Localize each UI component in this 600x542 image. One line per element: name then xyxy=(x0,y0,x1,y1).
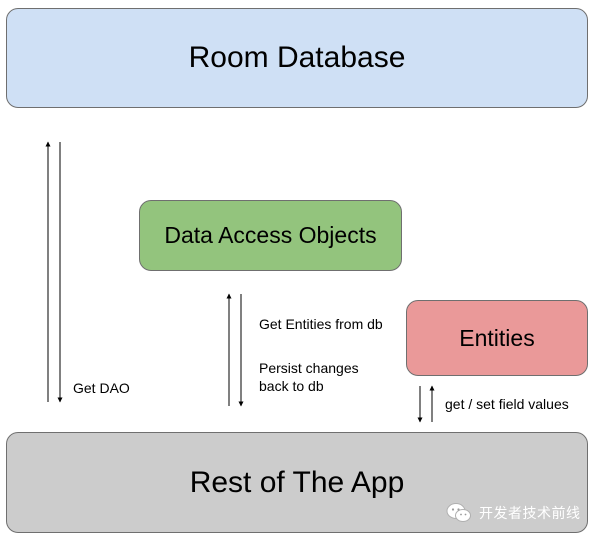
entities-box: Entities xyxy=(406,300,588,376)
field-values-label: get / set field values xyxy=(445,396,569,412)
watermark-text: 开发者技术前线 xyxy=(479,506,581,522)
wechat-icon xyxy=(446,503,471,522)
rest-of-app-box: Rest of The App xyxy=(6,432,588,533)
watermark: 开发者技术前线 xyxy=(446,502,581,524)
room-database-label: Room Database xyxy=(188,41,406,74)
persist-changes-line1: Persist changes xyxy=(259,360,359,376)
get-dao-label: Get DAO xyxy=(73,380,130,396)
persist-changes-label: Persist changes back to db xyxy=(259,359,359,395)
data-access-objects-label: Data Access Objects xyxy=(164,222,377,248)
get-entities-label: Get Entities from db xyxy=(259,316,383,332)
data-access-objects-box: Data Access Objects xyxy=(139,200,402,271)
room-database-box: Room Database xyxy=(6,8,588,108)
persist-changes-line2: back to db xyxy=(259,378,324,394)
rest-of-app-label: Rest of The App xyxy=(189,465,405,499)
entities-label: Entities xyxy=(459,324,535,351)
